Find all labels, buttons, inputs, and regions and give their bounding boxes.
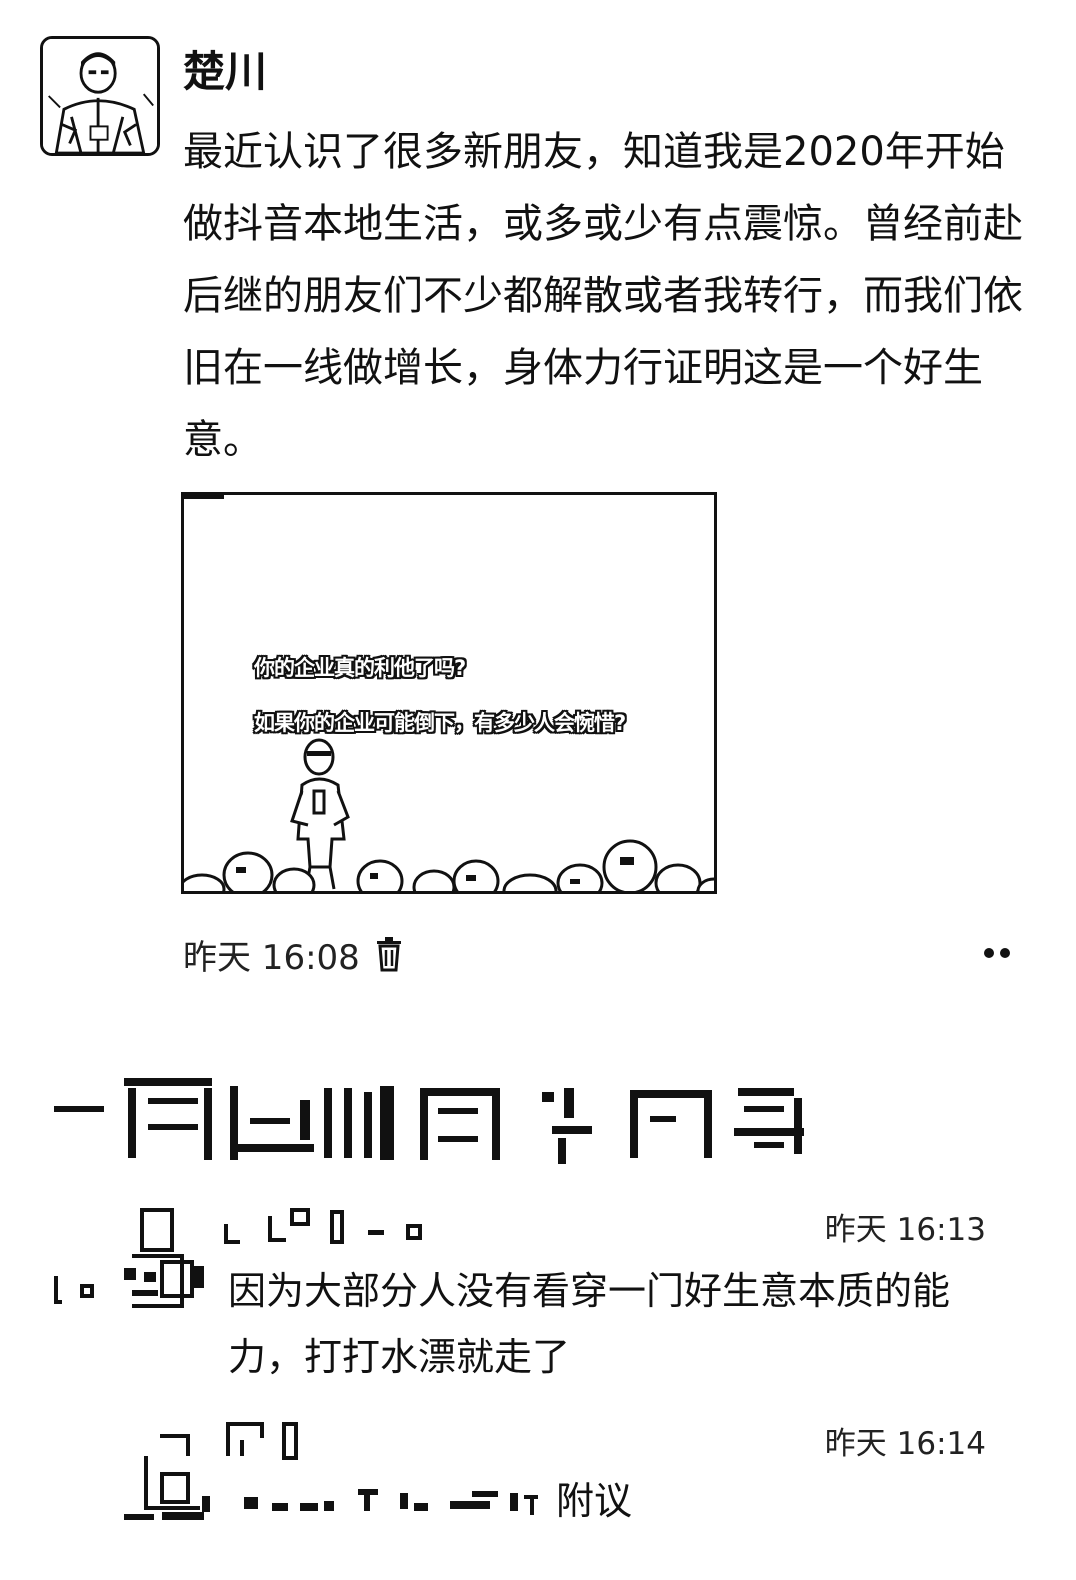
commenter-avatar[interactable] xyxy=(52,1206,212,1316)
comment-text: 附议 xyxy=(240,1476,632,1526)
comment-text-tail: 附议 xyxy=(556,1479,633,1523)
more-button[interactable] xyxy=(974,938,1020,968)
author-avatar[interactable] xyxy=(40,36,160,156)
comment-item: 昨天 16:13 因为大部分人没有看穿一门好生意本质的能力，打打水漂就走了 xyxy=(0,1196,1076,1386)
commenter-name[interactable] xyxy=(222,1416,442,1462)
likes-row-redacted xyxy=(54,1078,804,1164)
comment-text-redacted xyxy=(244,1489,538,1515)
post-image[interactable]: 你的企业真的利他了吗? 如果你的企业可能倒下，有多少人会惋惜? xyxy=(181,492,717,894)
post-time: 昨天 16:08 xyxy=(183,937,360,978)
likes-row xyxy=(54,1078,824,1170)
comment-text: 因为大部分人没有看穿一门好生意本质的能力，打打水漂就走了 xyxy=(228,1269,951,1379)
image-caption-2: 如果你的企业可能倒下，有多少人会惋惜? xyxy=(254,711,626,735)
commenter-avatar-redacted xyxy=(54,1208,204,1308)
commenter-avatar-redacted xyxy=(124,1434,210,1520)
post-image-scene xyxy=(184,495,714,891)
commenter-name-redacted xyxy=(226,1422,298,1460)
more-dots-icon xyxy=(984,948,994,958)
image-caption-1: 你的企业真的利他了吗? xyxy=(254,656,466,680)
author-name[interactable]: 楚川 xyxy=(183,47,268,96)
comment-time: 昨天 16:14 xyxy=(824,1426,986,1462)
post-meta: 昨天 16:08 xyxy=(183,930,404,978)
commenter-avatar[interactable] xyxy=(52,1426,212,1536)
commenter-name[interactable] xyxy=(222,1202,442,1248)
comment-item: 昨天 16:14 附议 xyxy=(0,1410,1076,1540)
trash-icon[interactable] xyxy=(374,936,404,972)
author-avatar-image xyxy=(43,39,157,153)
more-dots-icon-2 xyxy=(1000,948,1010,958)
post-text: 最近认识了很多新朋友，知道我是2020年开始做抖音本地生活，或多或少有点震惊。曾… xyxy=(183,129,1023,463)
comment-time: 昨天 16:13 xyxy=(824,1212,986,1248)
commenter-name-redacted xyxy=(224,1208,422,1244)
